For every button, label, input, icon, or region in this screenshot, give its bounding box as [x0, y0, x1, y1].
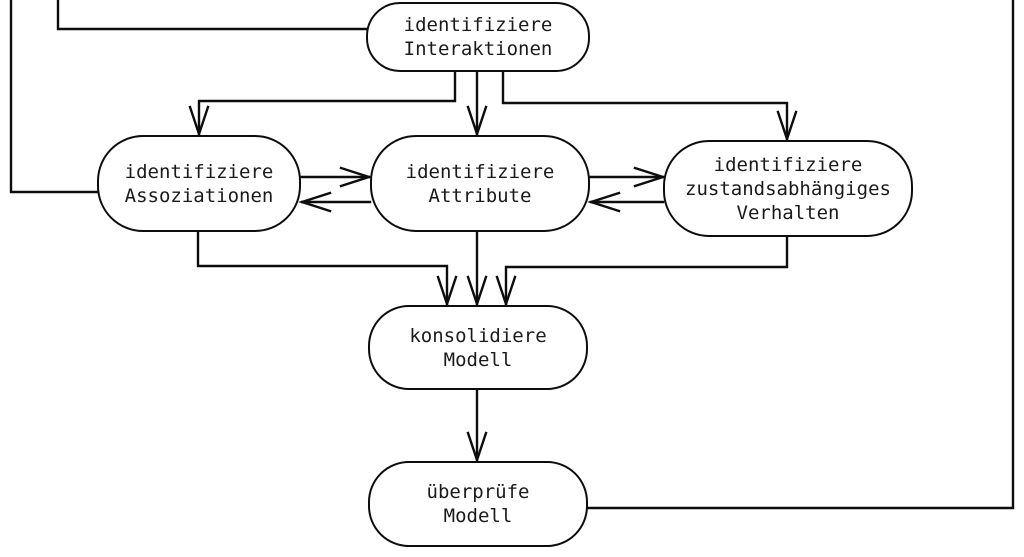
arrowhead-down — [776, 110, 798, 143]
node-label-line: überprüfe — [426, 481, 530, 503]
node-identifiziere-attribute: identifiziere Attribute — [370, 135, 590, 232]
node-label-line: zustandsabhängiges — [685, 177, 891, 200]
edge-interaktionen-to-attribute — [466, 70, 488, 138]
arrowhead-left — [298, 191, 332, 213]
arrowhead-down — [466, 431, 488, 464]
edge-interaktionen-to-verhalten — [501, 70, 798, 143]
node-label-line: identifiziere — [405, 160, 555, 183]
arrowhead-down — [466, 275, 488, 308]
node-label-line: identifiziere — [403, 14, 553, 36]
arrowhead-down — [436, 275, 458, 308]
edge-assoziationen-to-attribute — [299, 166, 373, 188]
node-label-line: Attribute — [428, 184, 532, 207]
arrowhead-down — [466, 105, 488, 138]
edge-verhalten-to-konsolidiere — [495, 235, 789, 308]
edge-attribute-to-verhalten — [588, 166, 667, 188]
edge-verhalten-to-attribute — [587, 191, 665, 213]
edge-offscreen-to-interaktionen — [56, 0, 368, 31]
arrowhead-down — [495, 275, 517, 308]
node-konsolidiere-modell: konsolidiere Modell — [368, 305, 588, 390]
node-label-line: Assoziationen — [124, 184, 274, 207]
edge-ueberpruefe-to-offscreen — [586, 0, 1015, 510]
node-label-line: Modell — [443, 348, 513, 371]
node-label-line: Modell — [443, 505, 513, 527]
node-label-line: identifiziere — [713, 153, 863, 176]
edge-attribute-to-konsolidiere — [466, 230, 488, 308]
node-label-line: konsolidiere — [409, 324, 547, 347]
arrowhead-right — [339, 166, 373, 188]
arrowhead-left — [587, 191, 621, 213]
node-identifiziere-interaktionen: identifiziere Interaktionen — [366, 2, 590, 72]
edge-assoziationen-to-konsolidiere — [196, 230, 458, 308]
edge-interaktionen-to-assoziationen — [188, 70, 457, 138]
node-identifiziere-zustandsabhaengiges-verhalten: identifiziere zustandsabhängiges Verhalt… — [663, 140, 913, 237]
node-label-line: Interaktionen — [403, 38, 553, 60]
arrowhead-down — [188, 105, 210, 138]
edge-konsolidiere-to-ueberpruefe — [466, 388, 488, 464]
node-ueberpruefe-modell: überprüfe Modell — [368, 461, 588, 547]
edge-offscreen-to-assoziationen — [9, 0, 99, 194]
node-identifiziere-assoziationen: identifiziere Assoziationen — [97, 135, 301, 232]
edge-attribute-to-assoziationen — [298, 191, 372, 213]
node-label-line: Verhalten — [736, 201, 840, 224]
node-label-line: identifiziere — [124, 160, 274, 183]
